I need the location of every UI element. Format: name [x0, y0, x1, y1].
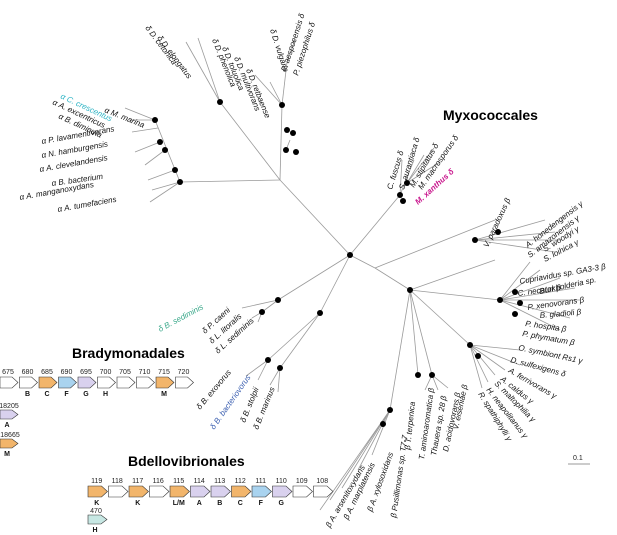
- gene-number: 18205: [0, 403, 19, 410]
- gene-letter: L/M: [173, 500, 185, 507]
- gene-number: 115: [173, 478, 184, 485]
- leaf-label: δ D. elongatus: [155, 34, 193, 81]
- gene-arrow: [0, 409, 19, 420]
- gene-letter: M: [161, 391, 167, 398]
- gene-arrow: [58, 376, 77, 389]
- gene-number: 470: [90, 508, 102, 515]
- gene-number: 119: [91, 478, 102, 485]
- gene-letter: K: [94, 500, 99, 507]
- gene-number: 110: [276, 478, 287, 485]
- gene-number: 700: [100, 369, 112, 376]
- gene-arrow: [136, 376, 155, 389]
- gene-number: 113: [214, 478, 225, 485]
- gene-arrow: [87, 485, 108, 498]
- gene-arrow: [190, 485, 211, 498]
- group-title-myxococcales: Myxococcales: [443, 107, 538, 123]
- gene-arrow: [87, 514, 108, 525]
- gene-number: 116: [153, 478, 164, 485]
- leaf-label: V. paradoxus β: [482, 196, 513, 249]
- gene-number: 118: [112, 478, 123, 485]
- gene-arrow: [0, 438, 19, 449]
- gene-letter: C: [238, 500, 243, 507]
- gene-arrow: [128, 485, 149, 498]
- gene-arrow: [292, 485, 313, 498]
- gene-arrow: [149, 485, 170, 498]
- tree-nodes: [152, 99, 523, 427]
- group-title-bdellovibrionales: Bdellovibrionales: [128, 453, 245, 469]
- gene-arrow: [251, 485, 272, 498]
- gene-number: 675: [2, 369, 14, 376]
- leaf-label: α A. tumefaciens: [57, 195, 117, 214]
- gene-letter: G: [279, 500, 285, 507]
- gene-letter: C: [44, 391, 49, 398]
- gene-letter: G: [83, 391, 89, 398]
- gene-number: 710: [139, 369, 151, 376]
- gene-arrow: [169, 485, 190, 498]
- gene-arrow: [19, 376, 38, 389]
- gene-number: 117: [132, 478, 143, 485]
- gene-number: 680: [22, 369, 34, 376]
- scale-bar-label: 0.1: [573, 455, 583, 462]
- tree-branches: [124, 37, 580, 511]
- gene-number: 18665: [0, 432, 20, 439]
- gene-arrow: [272, 485, 293, 498]
- gene-letter: A: [4, 422, 9, 429]
- gene-arrow: [116, 376, 136, 389]
- gene-number: 111: [255, 478, 266, 485]
- gene-number: 112: [235, 478, 246, 485]
- gene-letter: F: [259, 500, 264, 507]
- gene-arrow: [0, 376, 19, 389]
- gene-number: 715: [158, 369, 170, 376]
- gene-number: 685: [41, 369, 53, 376]
- gene-arrow: [231, 485, 252, 498]
- gene-letter: B: [25, 391, 30, 398]
- gene-letter: M: [4, 451, 10, 458]
- leaf-label: β Pusillimonas sp. T7-7: [389, 434, 410, 519]
- gene-letter: H: [92, 527, 97, 534]
- gene-number: 108: [316, 478, 328, 485]
- gene-arrow: [313, 485, 334, 498]
- gene-arrow: [210, 485, 231, 498]
- gene-number: 720: [178, 369, 190, 376]
- gene-letter: F: [64, 391, 69, 398]
- leaf-labels: δ D. cetonica δ D. elongatus δ D. phenol…: [19, 12, 607, 530]
- gene-number: 705: [119, 369, 131, 376]
- gene-number: 109: [296, 478, 308, 485]
- gene-arrow: [155, 376, 175, 389]
- gene-letter: A: [197, 500, 202, 507]
- scale-bar: 0.1: [568, 455, 590, 465]
- gene-arrow: [175, 376, 194, 389]
- gene-letter: H: [103, 391, 108, 398]
- gene-number: 690: [61, 369, 73, 376]
- leaf-label: B. gladioli β: [539, 307, 582, 320]
- leaf-label-highlight: δ B. sediminis: [157, 302, 205, 333]
- group-title-bradymonadales: Bradymonadales: [72, 345, 185, 361]
- gene-number: 114: [194, 478, 205, 485]
- gene-letter: K: [135, 500, 140, 507]
- gene-arrow: [38, 376, 58, 389]
- gene-arrow: [77, 376, 97, 389]
- gene-arrow: [108, 485, 129, 498]
- gene-arrow: [97, 376, 116, 389]
- gene-number: 695: [80, 369, 92, 376]
- gene-letter: B: [217, 500, 222, 507]
